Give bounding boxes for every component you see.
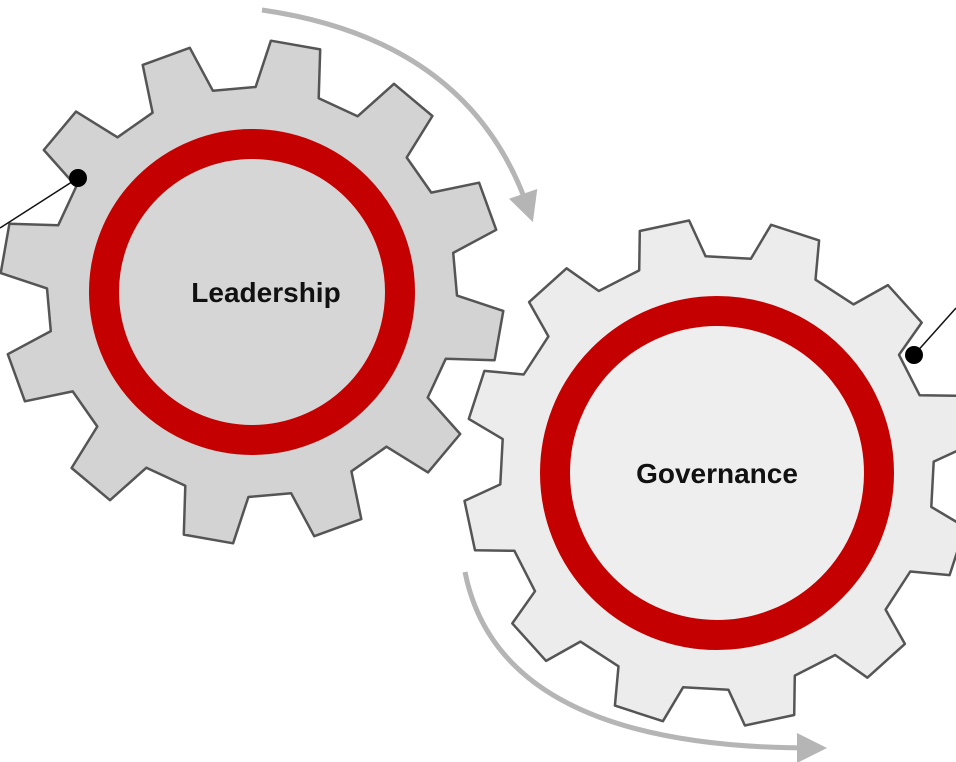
callout-right-line <box>913 307 956 356</box>
gear-governance-ring <box>540 296 894 650</box>
gear-governance: Governance <box>463 219 956 727</box>
gear-leadership: Leadership <box>0 39 505 545</box>
callout-right <box>905 307 956 364</box>
callout-left-dot <box>69 169 87 187</box>
callout-left-line <box>0 177 79 229</box>
callout-left <box>0 169 87 229</box>
rotation-arrow-top <box>261 7 538 223</box>
callout-right-dot <box>905 346 923 364</box>
gear-leadership-ring <box>89 129 415 455</box>
rotation-arrow-bottom <box>462 571 827 762</box>
gear-governance-label: Governance <box>636 458 798 489</box>
gear-leadership-label: Leadership <box>191 277 340 308</box>
